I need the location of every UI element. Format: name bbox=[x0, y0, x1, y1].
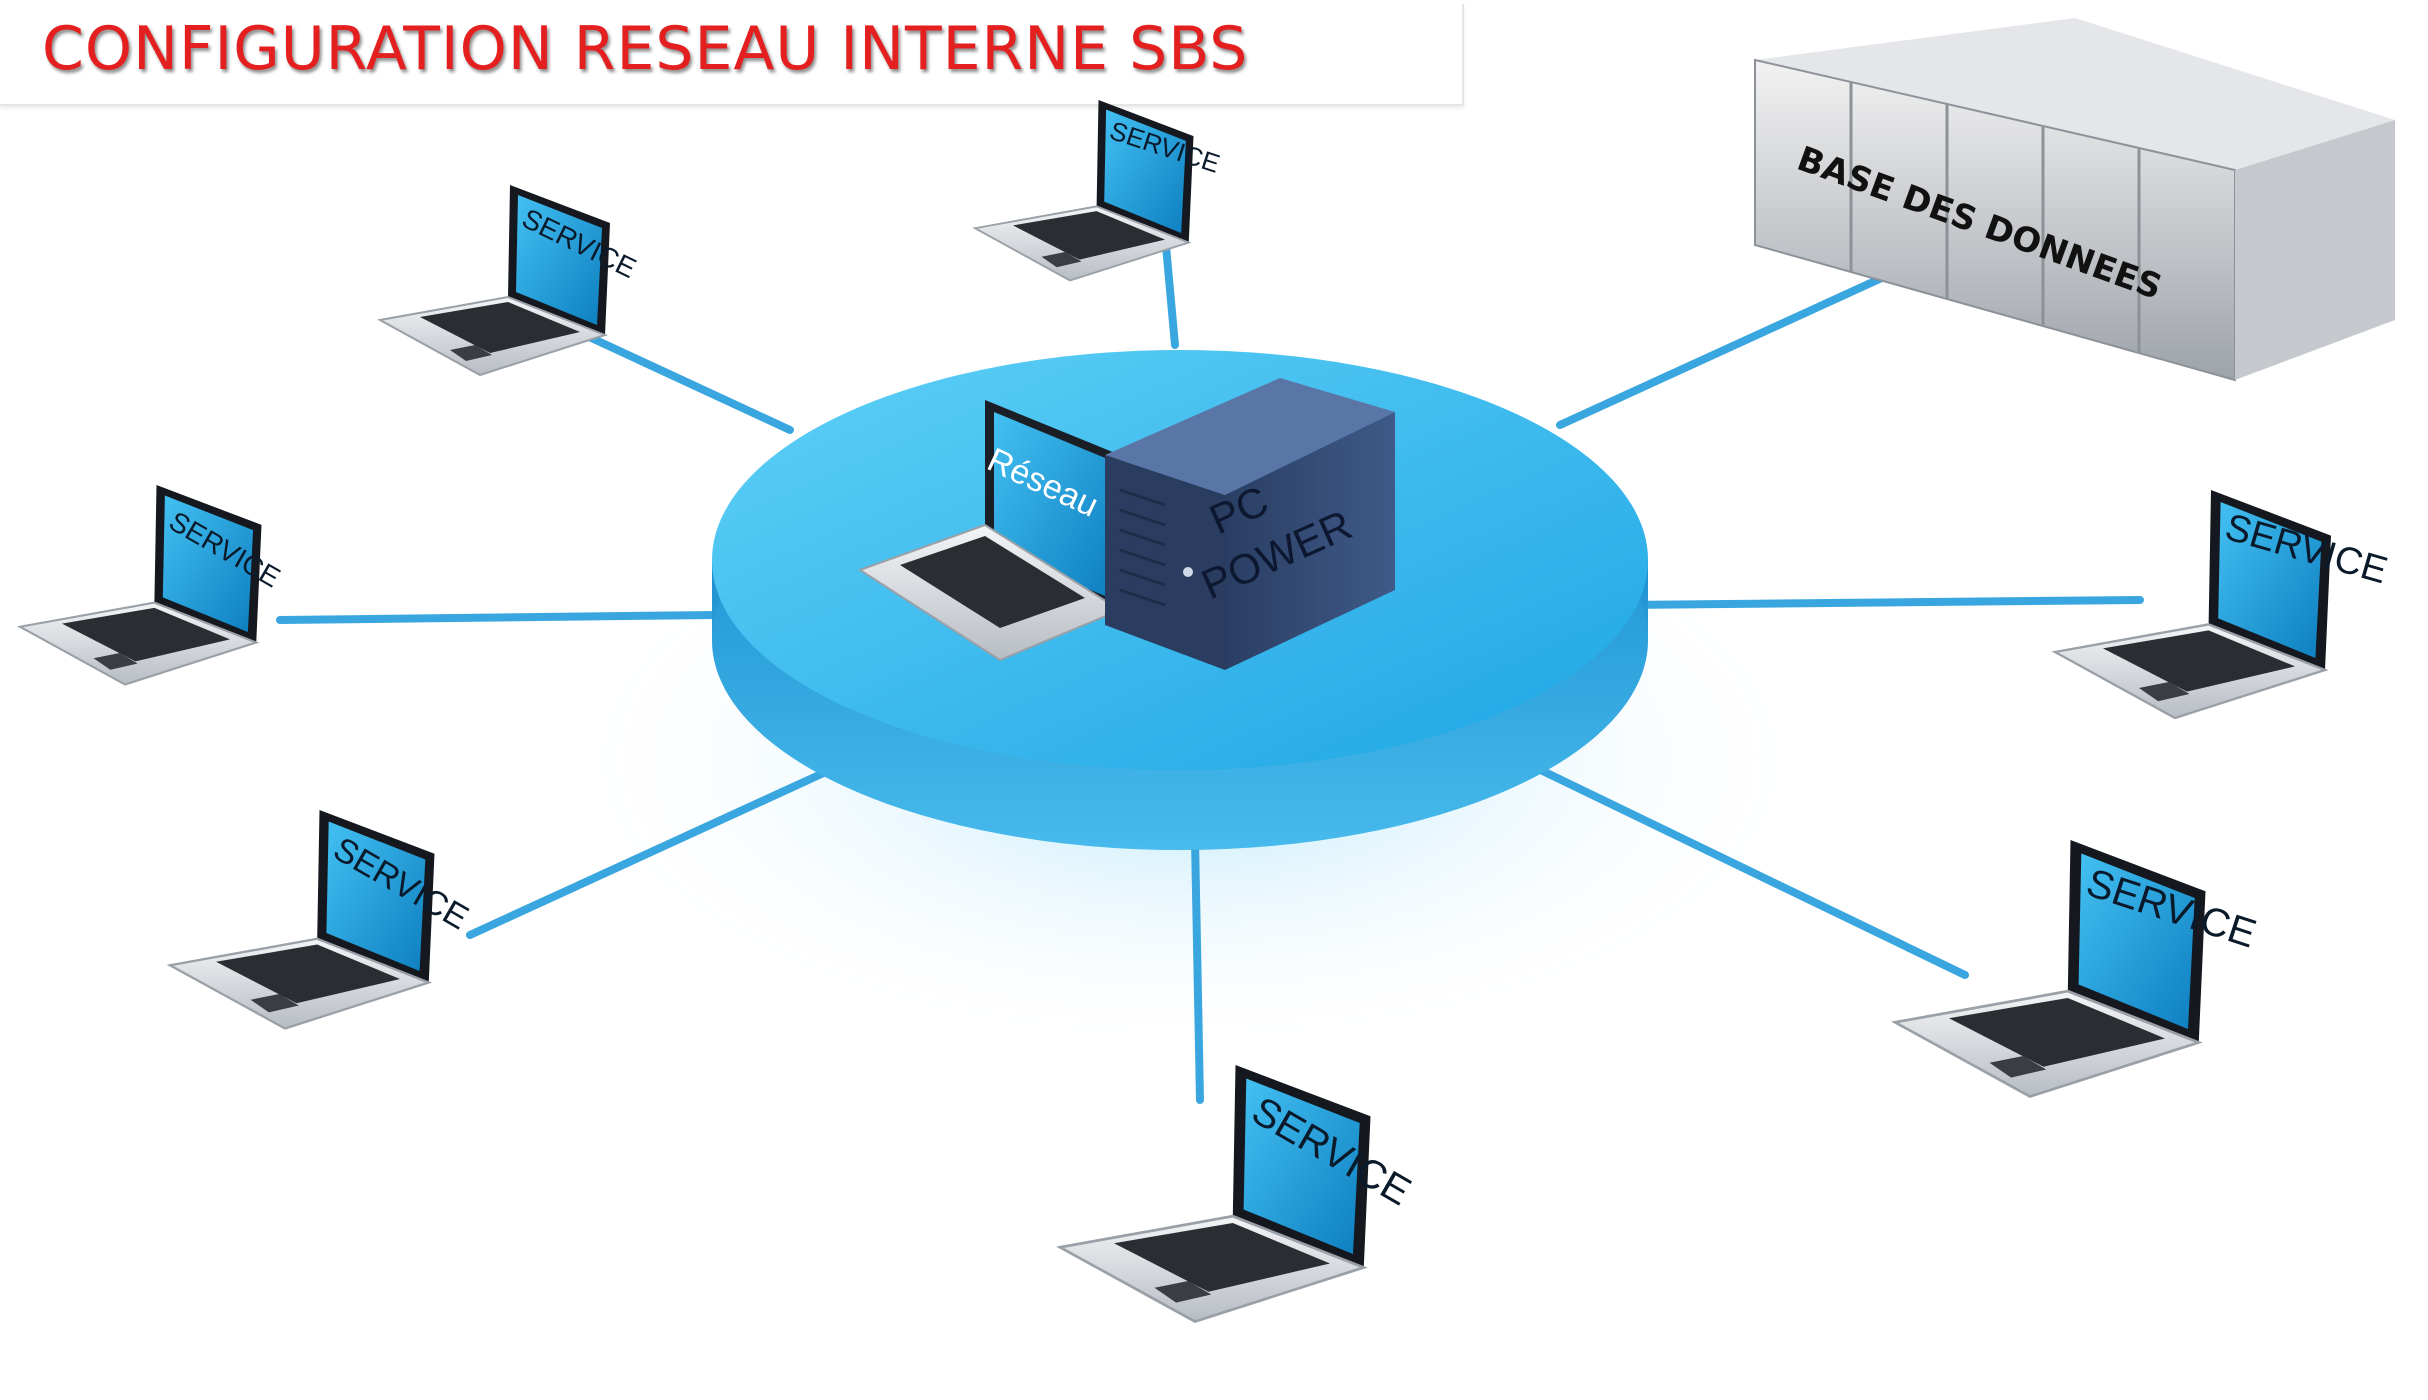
laptop-left: SERVICE bbox=[16, 485, 285, 686]
laptop-touchpad bbox=[1041, 252, 1082, 268]
cable-database bbox=[1556, 261, 1914, 429]
cable-left-laptop bbox=[276, 611, 719, 624]
rack-side bbox=[2235, 120, 2395, 380]
laptop-keyboard bbox=[2103, 630, 2295, 692]
network-cables bbox=[276, 231, 2144, 1104]
cable-lower-right-laptop bbox=[1516, 756, 1969, 979]
title-banner: CONFIGURATION RESEAU INTERNE SBS bbox=[0, 4, 1464, 106]
laptop-lower-left: SERVICE bbox=[166, 810, 475, 1030]
laptop-top-left: SERVICE bbox=[377, 185, 641, 377]
pc-power-server: PC POWER bbox=[1105, 378, 1395, 670]
laptop-keyboard bbox=[1114, 1222, 1330, 1292]
cable-bottom-laptop bbox=[1191, 836, 1204, 1104]
server-top bbox=[1105, 378, 1395, 495]
server-vents bbox=[1119, 488, 1166, 607]
diagram-title: CONFIGURATION RESEAU INTERNE SBS bbox=[42, 14, 1249, 84]
laptop-screen bbox=[2218, 502, 2322, 658]
laptop-touchpad bbox=[450, 345, 492, 361]
laptop-screen bbox=[516, 195, 602, 325]
laptop-keyboard bbox=[1013, 211, 1165, 260]
service-laptops: SERVICE SERVICE SERVICE SERVICE SERVICE SERVI… bbox=[16, 100, 2392, 1323]
laptop-bottom: SERVICE bbox=[1056, 1065, 1418, 1323]
hub-laptop: Réseau bbox=[857, 400, 1123, 662]
laptop-lower-right: SERVICE bbox=[1891, 840, 2261, 1098]
laptop-touchpad bbox=[1989, 1056, 2047, 1078]
laptop-keyboard bbox=[216, 944, 400, 1004]
rack-top bbox=[1755, 18, 2395, 170]
laptop-keyboard bbox=[420, 302, 580, 353]
database-rack: BASE DES DONNEES bbox=[1754, 18, 2395, 382]
cable-top-left-laptop bbox=[581, 331, 794, 434]
laptop-screen bbox=[1104, 109, 1186, 233]
cable-lower-left-laptop bbox=[466, 766, 834, 939]
laptop-screen bbox=[1243, 1078, 1360, 1254]
laptop-screen bbox=[162, 495, 254, 632]
laptop-keyboard bbox=[62, 607, 230, 662]
cable-right-laptop bbox=[1616, 596, 2144, 609]
hub-laptop-keyboard bbox=[900, 536, 1085, 628]
cable-top-laptop bbox=[1161, 231, 1179, 349]
server-front bbox=[1105, 455, 1225, 670]
laptop-top: SERVICE bbox=[972, 100, 1224, 282]
rack-unit-dividers bbox=[1849, 82, 2141, 353]
laptop-keyboard bbox=[1949, 997, 2165, 1067]
laptop-touchpad bbox=[1154, 1281, 1212, 1303]
laptop-screen bbox=[326, 821, 426, 971]
laptop-touchpad bbox=[93, 653, 138, 670]
server-side bbox=[1225, 412, 1395, 670]
laptop-right: SERVICE bbox=[2051, 490, 2392, 720]
laptop-touchpad bbox=[2139, 682, 2190, 702]
server-power-led bbox=[1183, 567, 1193, 577]
laptop-touchpad bbox=[250, 994, 299, 1013]
laptop-screen bbox=[2078, 853, 2195, 1029]
